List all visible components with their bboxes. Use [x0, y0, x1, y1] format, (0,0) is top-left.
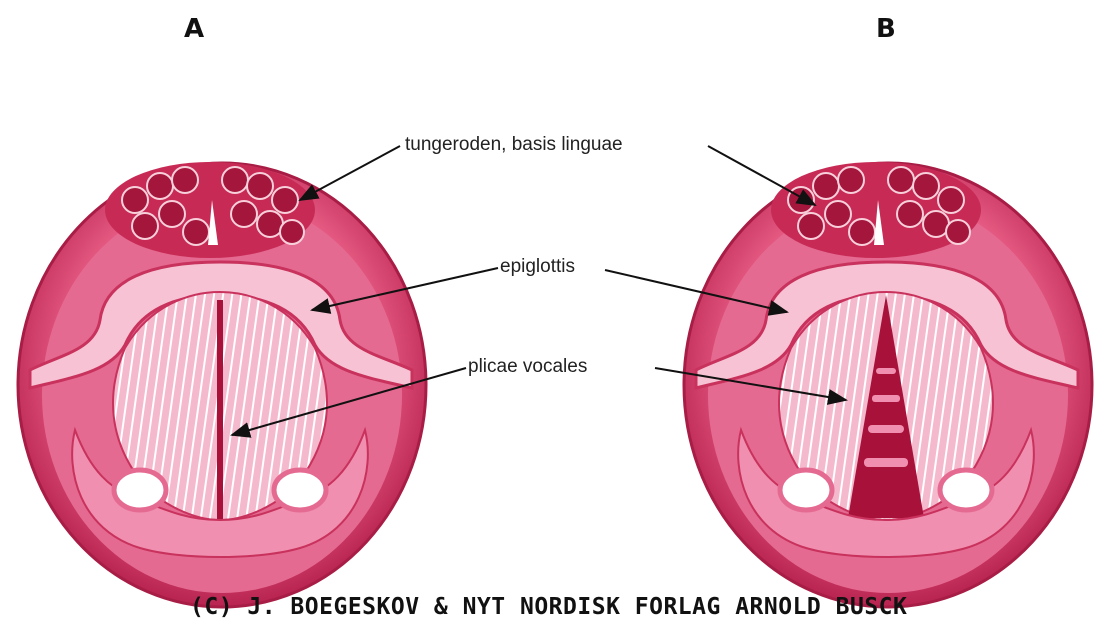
arytenoid-left-a [114, 470, 166, 510]
pointer-tongue-root-b [708, 146, 815, 205]
pointer-tongue-root-a [300, 146, 400, 200]
tongue-root-b [771, 162, 981, 258]
panel-label-a: A [184, 14, 204, 44]
arytenoid-right-b [940, 470, 992, 510]
label-vocal-folds: plicae vocales [468, 356, 587, 378]
panel-label-b: B [876, 14, 896, 44]
arytenoid-right-a [274, 470, 326, 510]
label-epiglottis: epiglottis [500, 256, 575, 278]
larynx-view-b [684, 162, 1092, 607]
larynx-view-a [18, 162, 426, 607]
arytenoid-left-b [780, 470, 832, 510]
copyright-notice: (C) J. BOEGESKOV & NYT NORDISK FORLAG AR… [190, 594, 907, 620]
tongue-root-a [105, 162, 315, 258]
label-tongue-root: tungeroden, basis linguae [405, 134, 623, 156]
